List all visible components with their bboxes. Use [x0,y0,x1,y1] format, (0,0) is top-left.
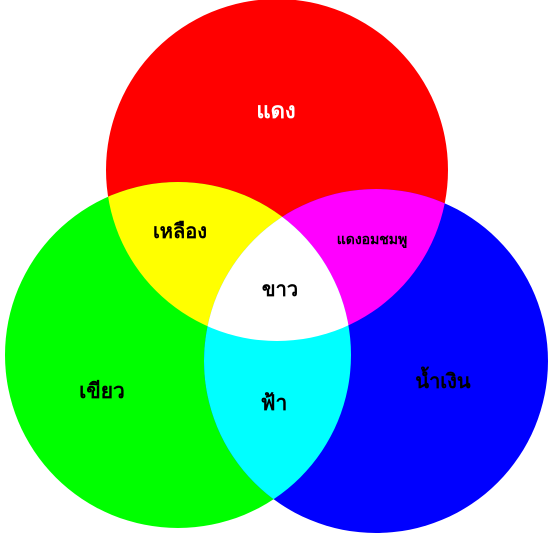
label-cyan: ฟ้า [261,390,288,415]
label-red: แดง [256,98,295,124]
label-magenta: แดงอมชมพู [337,232,408,248]
white-overlap [204,189,351,341]
label-yellow: เหลือง [153,219,207,243]
label-blue: น้ำเงิน [415,366,471,393]
label-white: ขาว [262,277,298,301]
label-green: เขียว [79,378,125,403]
